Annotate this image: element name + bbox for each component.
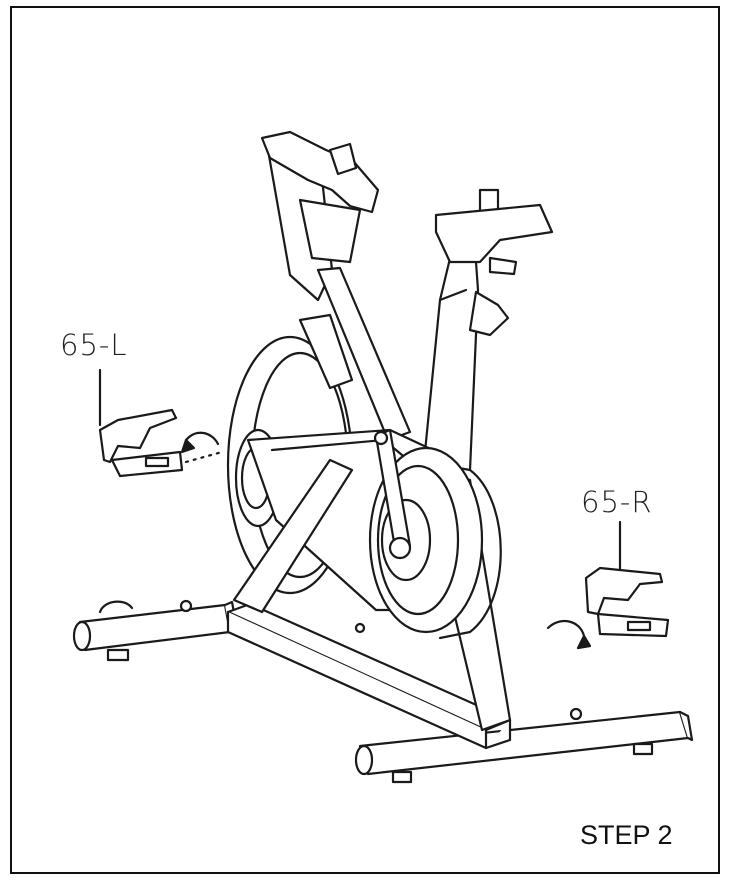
diagram-frame [10,6,720,874]
handlebar-column [260,130,412,442]
right-pedal-part [546,566,670,650]
left-pedal-part [98,408,224,478]
base-beam [226,602,512,750]
crank-arm [373,428,412,560]
rear-stabilizer [354,707,694,784]
right-pedal-callout: 65-R [581,485,653,519]
step-label: STEP 2 [580,820,673,850]
left-pedal-callout: 65-L [60,328,128,362]
down-tube [232,458,354,614]
front-stabilizer [72,599,239,662]
